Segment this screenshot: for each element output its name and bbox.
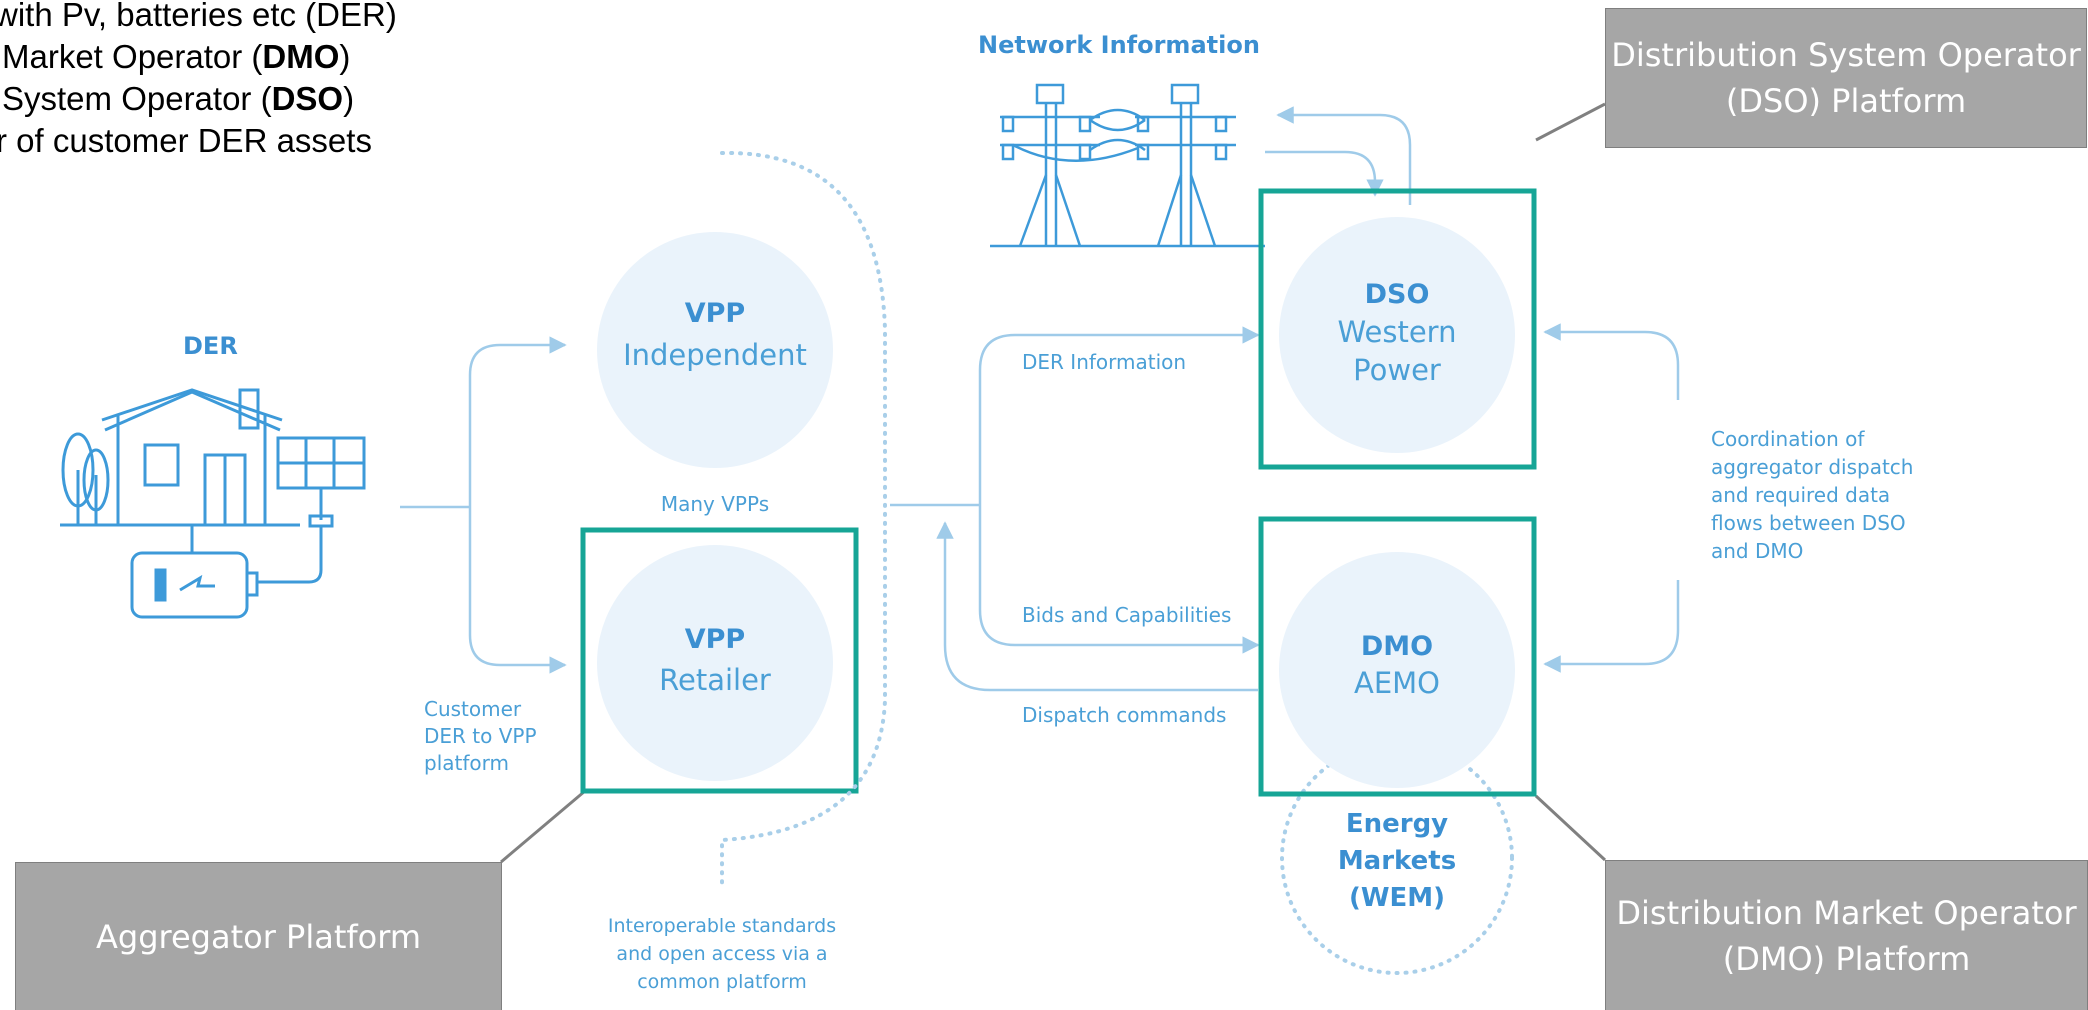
dispatch-commands-arrow <box>936 521 1258 692</box>
customer-der-line1: Customer <box>424 697 522 721</box>
der-to-independent-arrow <box>468 336 567 507</box>
der-information-label: DER Information <box>1022 350 1186 374</box>
power-tower-icon <box>990 83 1265 248</box>
coordination-line3: and required data <box>1711 483 1890 507</box>
coord-to-dso-arrow <box>1543 323 1680 400</box>
coordination-line5: and DMO <box>1711 539 1803 563</box>
legend-line-dmo: Market Operator (DMO) <box>2 38 351 75</box>
dso-highlight <box>1258 188 1537 470</box>
coordination-line2: aggregator dispatch <box>1711 455 1913 479</box>
bids-capabilities-arrow <box>978 505 1260 654</box>
house-icon <box>60 388 300 527</box>
energy-markets-line1: Energy <box>1346 809 1448 839</box>
coord-to-dmo-arrow <box>1543 580 1680 673</box>
energy-markets-line3: (WEM) <box>1349 883 1445 913</box>
energy-markets-line2: Markets <box>1338 846 1456 876</box>
aggregator-platform-label: Aggregator Platform <box>96 918 421 956</box>
solar-panel-icon <box>276 436 366 528</box>
dmo-circle <box>1279 552 1515 788</box>
bids-capabilities-label: Bids and Capabilities <box>1022 603 1231 627</box>
legend-line-dso: System Operator (DSO) <box>2 80 355 117</box>
dispatch-commands-label: Dispatch commands <box>1022 703 1226 727</box>
dso-platform-connector <box>1535 102 1606 142</box>
dmo-platform-label: Distribution Market Operator (DMO) Platf… <box>1616 894 2077 978</box>
der-label: DER <box>183 332 238 360</box>
vpp-retailer-circle <box>597 545 833 781</box>
vpp-dotted-arc <box>720 150 887 892</box>
aggregator-platform-box: Aggregator Platform <box>15 862 502 1010</box>
dso-platform-label: Distribution System Operator (DSO) Platf… <box>1611 36 2081 120</box>
dmo-platform-connector <box>1534 794 1607 862</box>
many-vpps-label: Many VPPs <box>661 492 769 516</box>
vpp-independent-title: VPP <box>685 298 745 329</box>
legend-line-der: with Pv, batteries etc (DER) <box>0 0 397 33</box>
dso-sub1: Western <box>1338 315 1457 349</box>
coordination-line1: Coordination of <box>1711 427 1865 451</box>
dmo-sub: AEMO <box>1354 666 1440 700</box>
dso-to-network-arrow <box>1276 106 1412 205</box>
customer-der-line3: platform <box>424 751 509 775</box>
aggregator-platform-connector <box>500 789 586 864</box>
legend-line-aggregator: r of customer DER assets <box>0 122 372 159</box>
battery-icon <box>130 526 323 619</box>
interop-line3: common platform <box>637 971 807 993</box>
interop-line1: Interoperable standards <box>608 915 836 937</box>
vpp-retailer-title: VPP <box>685 624 745 655</box>
dso-platform-box: Distribution System Operator (DSO) Platf… <box>1605 8 2087 148</box>
vpp-retailer-sub: Retailer <box>659 663 771 697</box>
network-info-label: Network Information <box>978 31 1260 59</box>
dmo-highlight <box>1258 516 1537 797</box>
customer-der-line2: DER to VPP <box>424 724 537 748</box>
der-information-arrow <box>978 326 1260 505</box>
vpp-independent-sub: Independent <box>623 338 807 372</box>
dmo-platform-box: Distribution Market Operator (DMO) Platf… <box>1605 860 2088 1010</box>
dmo-title: DMO <box>1361 631 1433 662</box>
der-to-retailer-arrow <box>468 507 567 674</box>
vpp-independent-circle <box>597 232 833 468</box>
dso-sub2: Power <box>1353 353 1441 387</box>
vpp-retailer-highlight <box>580 527 859 794</box>
interop-line2: and open access via a <box>616 943 827 965</box>
dso-title: DSO <box>1365 279 1430 310</box>
network-to-dso-arrow <box>1265 150 1384 197</box>
dso-circle <box>1279 217 1515 453</box>
coordination-line4: flows between DSO <box>1711 511 1906 535</box>
